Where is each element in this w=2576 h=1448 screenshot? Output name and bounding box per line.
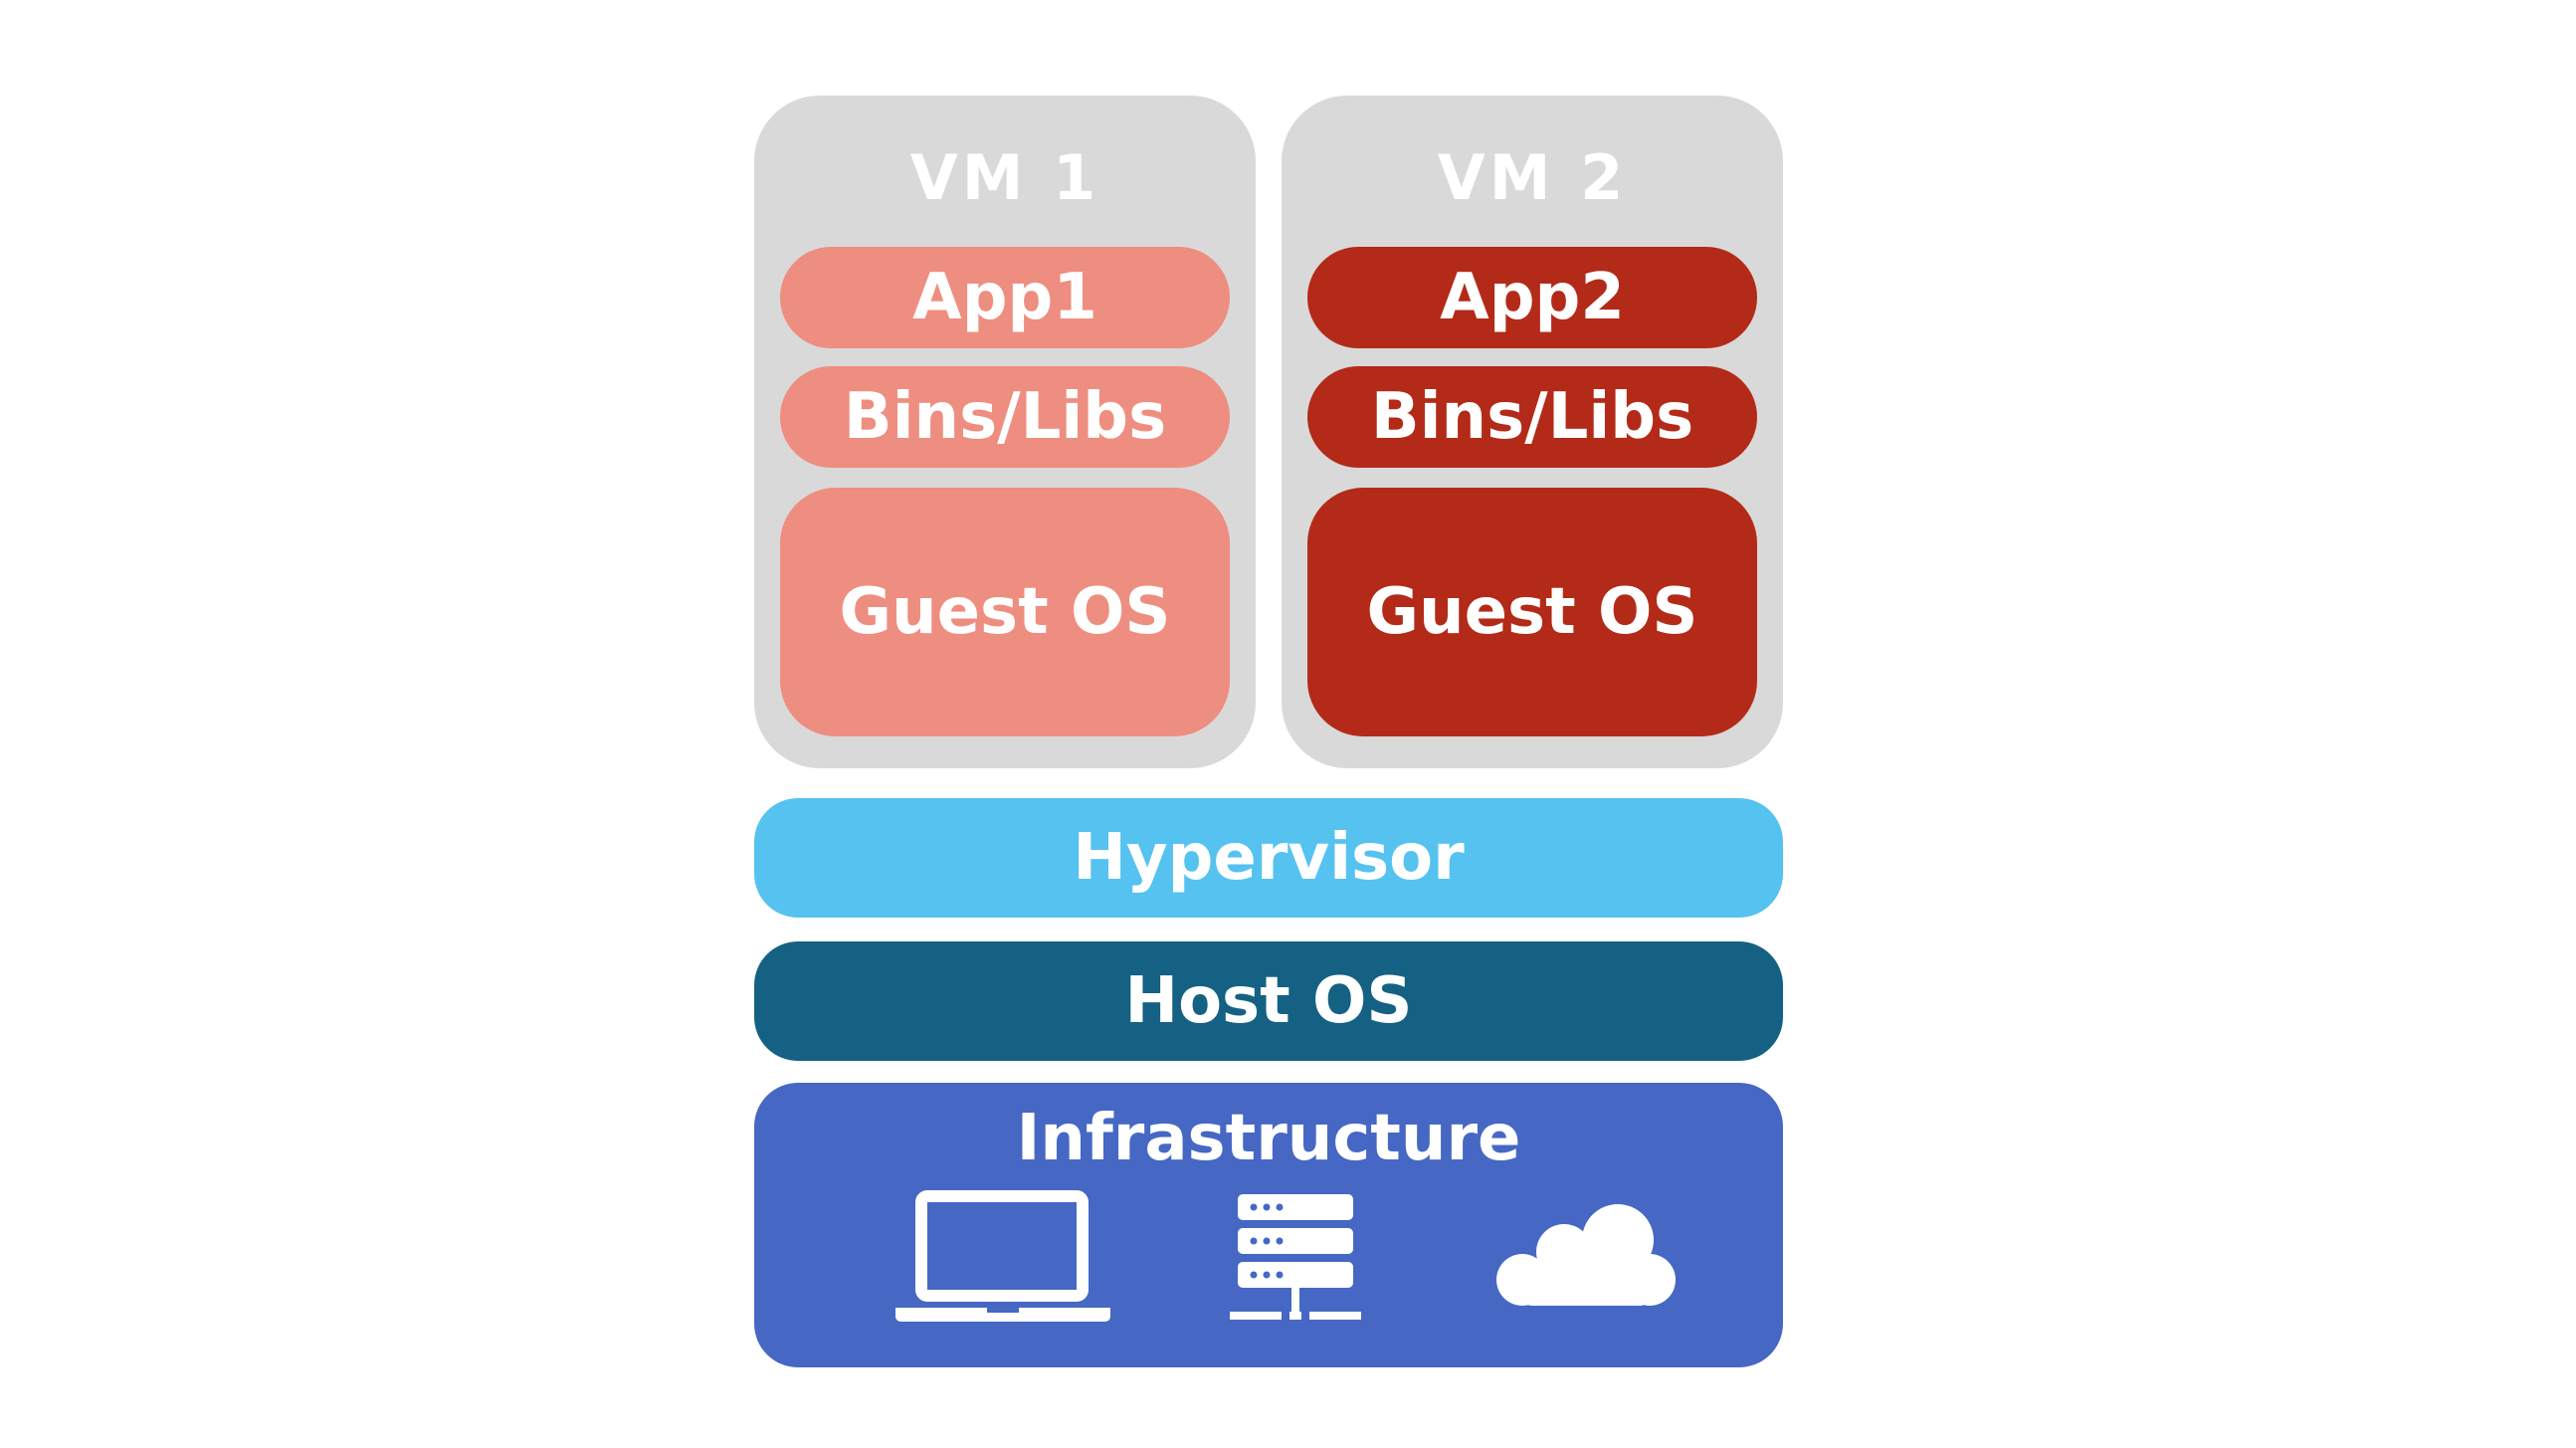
vm2-guest-os-layer: Guest OS	[1307, 488, 1757, 736]
vm1-guest-os-layer: Guest OS	[780, 488, 1230, 736]
vm2-title: VM 2	[1437, 140, 1628, 214]
hypervisor-layer: Hypervisor	[754, 798, 1783, 918]
cloud-icon	[1496, 1204, 1676, 1306]
laptop-icon	[895, 1190, 1110, 1322]
infrastructure-title: Infrastructure	[1016, 1102, 1521, 1175]
server-icon	[1230, 1194, 1361, 1320]
vm2-bins-libs-layer: Bins/Libs	[1307, 366, 1757, 468]
vm2-app-layer: App2	[1307, 247, 1757, 348]
vm1-title: VM 1	[909, 140, 1100, 214]
vm1-app-layer: App1	[780, 247, 1230, 348]
vm1-bins-libs-layer: Bins/Libs	[780, 366, 1230, 468]
host-os-layer: Host OS	[754, 941, 1783, 1061]
